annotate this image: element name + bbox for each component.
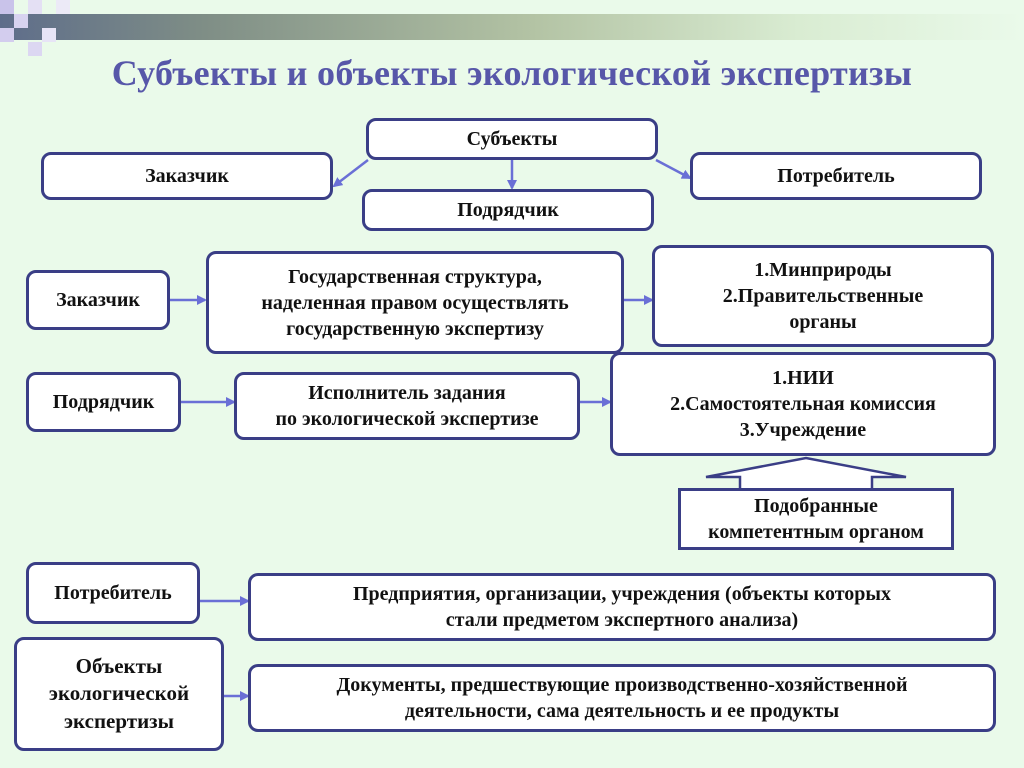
contractor-description: Исполнитель задания по экологической экс…	[275, 382, 539, 430]
contractor-label: Подрядчик	[52, 391, 155, 413]
consumer-description-box: Предприятия, организации, учреждения (об…	[248, 573, 996, 641]
top-customer-box: Заказчик	[41, 152, 333, 200]
customer-label: Заказчик	[56, 289, 140, 311]
decor-square	[42, 28, 56, 42]
arrow-subjects-to-customer	[332, 159, 369, 188]
customer-label-box: Заказчик	[26, 270, 170, 330]
decor-square	[0, 0, 14, 14]
decor-square	[0, 28, 14, 42]
consumer-description: Предприятия, организации, учреждения (об…	[352, 583, 892, 631]
objects-label-box: Объекты экологической экспертизы	[14, 637, 224, 751]
contractor-description-box: Исполнитель задания по экологической экс…	[234, 372, 580, 440]
top-contractor-label: Подрядчик	[457, 199, 559, 221]
decor-square	[28, 42, 42, 56]
decor-square	[56, 0, 70, 14]
consumer-label-box: Потребитель	[26, 562, 200, 624]
subjects-box: Субъекты	[366, 118, 658, 160]
selected-by-authority-box: Подобранные компетентным органом	[678, 488, 954, 550]
consumer-label: Потребитель	[54, 582, 172, 604]
top-customer-label: Заказчик	[145, 165, 229, 187]
decor-square	[28, 0, 42, 14]
top-consumer-label: Потребитель	[777, 165, 895, 187]
top-contractor-box: Подрядчик	[362, 189, 654, 231]
up-arrow-selected-to-examples	[705, 456, 907, 490]
subjects-label: Субъекты	[466, 128, 558, 150]
contractor-examples-box: 1.НИИ 2.Самостоятельная комиссия 3.Учреж…	[610, 352, 996, 456]
customer-examples-box: 1.Минприроды 2.Правительственные органы	[652, 245, 994, 347]
top-consumer-box: Потребитель	[690, 152, 982, 200]
arrow-subjects-to-consumer	[655, 158, 692, 180]
objects-label: Объекты экологической экспертизы	[48, 654, 190, 733]
page-title: Субъекты и объекты экологической эксперт…	[111, 53, 913, 93]
header-gradient-bar	[0, 14, 1024, 40]
customer-description: Государственная структура, наделенная пр…	[261, 265, 569, 340]
objects-description-box: Документы, предшествующие производственн…	[248, 664, 996, 732]
selected-by-authority-note: Подобранные компетентным органом	[708, 495, 924, 543]
decor-square	[14, 14, 28, 28]
contractor-examples: 1.НИИ 2.Самостоятельная комиссия 3.Учреж…	[670, 367, 936, 441]
customer-description-box: Государственная структура, наделенная пр…	[206, 251, 624, 354]
objects-description: Документы, предшествующие производственн…	[336, 674, 908, 722]
customer-examples: 1.Минприроды 2.Правительственные органы	[722, 259, 924, 333]
contractor-label-box: Подрядчик	[26, 372, 181, 432]
